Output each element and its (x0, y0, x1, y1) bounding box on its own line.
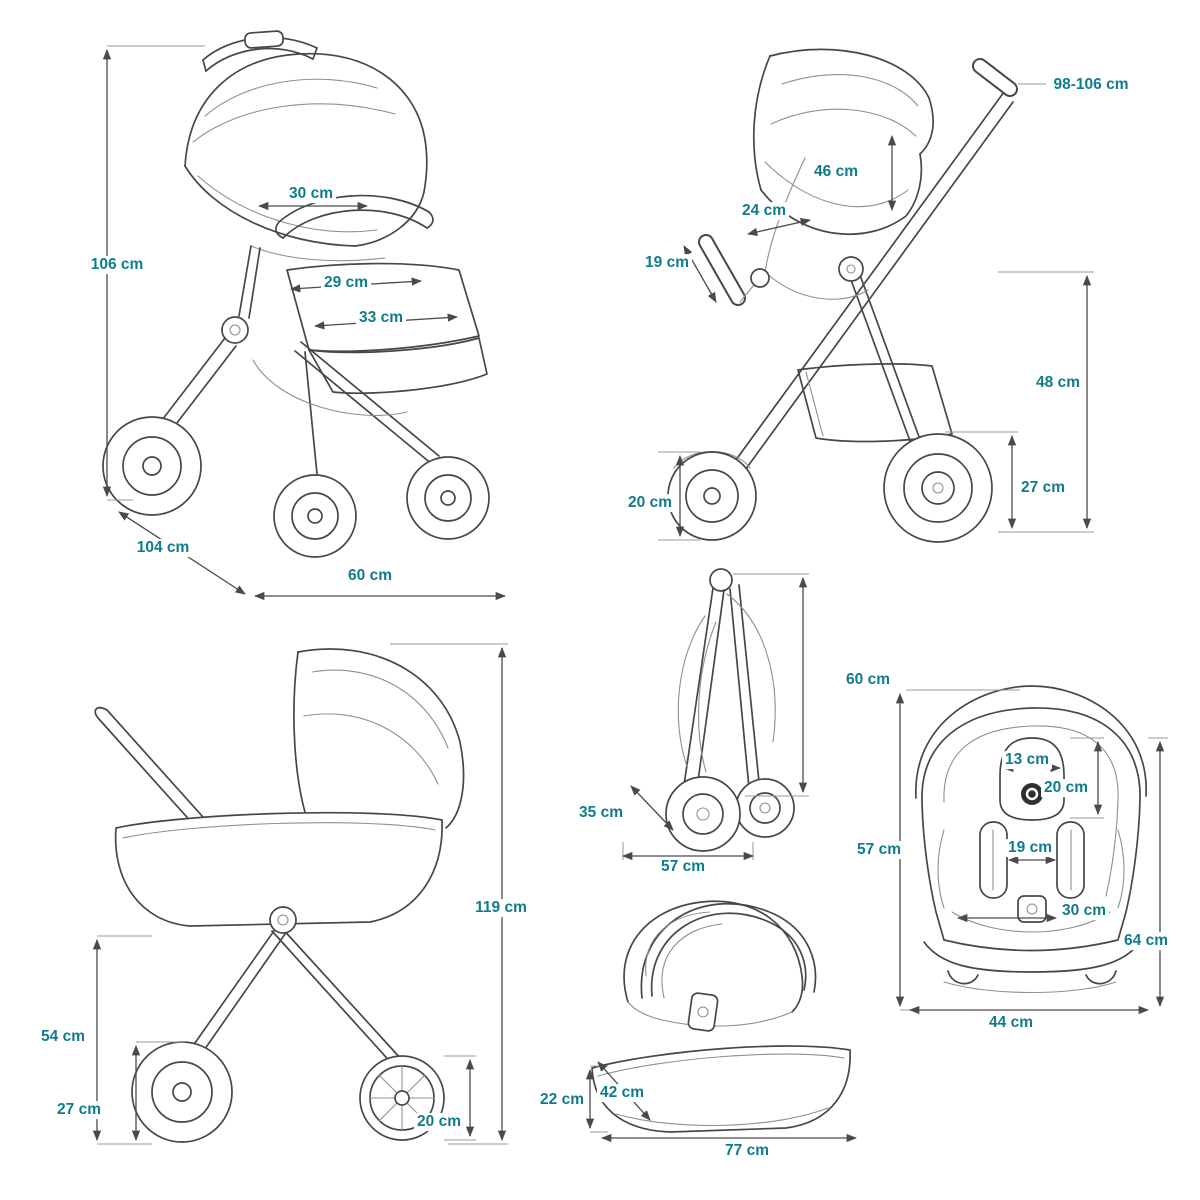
carrycot-body (114, 811, 443, 927)
carrycot-frame-dimension-lines (92, 643, 508, 1145)
bumper-bar (278, 194, 430, 223)
front-wheel-left (273, 474, 357, 558)
dim-seat-headrest-width: 13 cm (1002, 751, 1052, 769)
front-stroller-art (102, 30, 490, 558)
seat-shell (921, 707, 1141, 952)
side-stroller-art (667, 48, 1018, 543)
footrest (308, 337, 488, 395)
folded-view-drawing (621, 568, 809, 861)
canopy (769, 48, 934, 155)
headrest-buckle-hole (1021, 783, 1043, 805)
car-seat-dimension-lines (895, 689, 1168, 1015)
folded-fabric (677, 615, 706, 767)
dim-side-canopy: 46 cm (811, 163, 861, 181)
rear-wheel (735, 778, 795, 838)
dim-side-seat-height: 48 cm (1033, 374, 1083, 392)
carrycot-art (591, 900, 851, 1133)
dim-front-height: 106 cm (87, 256, 147, 274)
rear-wheel (131, 1041, 233, 1143)
dim-cot-height: 22 cm (537, 1091, 587, 1109)
dim-side-front-wheel: 20 cm (625, 494, 675, 512)
fold-joint (709, 568, 733, 592)
dim-side-legrest: 19 cm (642, 254, 692, 272)
frame-pivot (269, 906, 297, 934)
carrycot-drawing (585, 900, 858, 1143)
dim-seat-height: 57 cm (854, 841, 904, 859)
front-wheel (667, 451, 757, 541)
carrycot-frame-art (94, 648, 465, 1143)
dim-front-seat-width: 29 cm (321, 274, 371, 292)
dim-seat-base-width: 44 cm (986, 1014, 1036, 1032)
basket (252, 359, 408, 416)
dim-folded-depth: 35 cm (576, 804, 626, 822)
dim-front-length: 104 cm (133, 539, 193, 557)
handle-clip (244, 30, 284, 49)
hood (623, 900, 804, 1013)
frame-pivot (221, 316, 249, 344)
dim-cotframe-frame-height: 54 cm (38, 1028, 88, 1046)
car-seat-drawing (895, 685, 1168, 1015)
front-wheel-right (406, 456, 490, 540)
dim-cotframe-total-height: 119 cm (472, 899, 530, 917)
seat-base (923, 941, 1141, 973)
dim-seat-width: 30 cm (1059, 902, 1109, 920)
folded-stroller-art (665, 568, 795, 852)
dim-seat-total-height: 64 cm (1121, 932, 1171, 950)
dim-side-rear-wheel: 27 cm (1018, 479, 1068, 497)
front-wheel (665, 776, 741, 852)
dim-seat-headrest-height: 20 cm (1041, 779, 1091, 797)
basket (797, 363, 953, 443)
hood-clasp (687, 992, 719, 1032)
seat (286, 262, 480, 353)
side-view-drawing (658, 48, 1094, 543)
dim-seat-inner-width: 19 cm (1005, 839, 1055, 857)
rear-wheel (883, 433, 993, 543)
canopy (184, 52, 428, 193)
dim-side-backrest: 24 cm (739, 202, 789, 220)
dim-folded-width: 57 cm (658, 858, 708, 876)
dim-cotframe-rear-wheel: 27 cm (54, 1101, 104, 1119)
frame-pivot (838, 256, 864, 282)
dim-front-width: 60 cm (345, 567, 395, 585)
dim-side-handle-height: 98-106 cm (1050, 76, 1132, 94)
carry-handle (915, 685, 1147, 799)
dim-folded-height: 60 cm (843, 671, 893, 689)
dim-front-seat-depth: 33 cm (356, 309, 406, 327)
front-view-drawing (102, 30, 507, 601)
dim-front-canopy-width: 30 cm (286, 185, 336, 203)
dim-cotframe-front-wheel: 20 cm (414, 1113, 464, 1131)
carrycot-hood (297, 648, 465, 829)
carry-handle (640, 902, 817, 999)
carrycot-frame-drawing (92, 643, 508, 1145)
dim-cot-width: 42 cm (597, 1084, 647, 1102)
folded-dimension-lines (621, 573, 809, 861)
dim-cot-length: 77 cm (722, 1142, 772, 1160)
